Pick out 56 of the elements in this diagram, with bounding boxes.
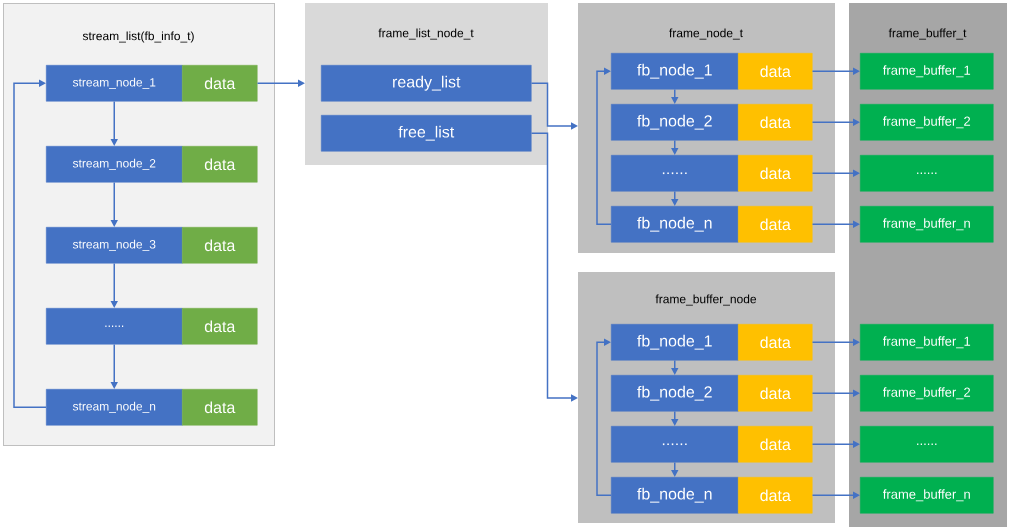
buffer-box: frame_buffer_2 bbox=[860, 375, 994, 412]
arrow bbox=[811, 67, 860, 75]
list-node-box: stream_node_2 bbox=[46, 146, 183, 183]
list-node-box: stream_node_3 bbox=[46, 227, 183, 264]
list-node-box: fb_node_2 bbox=[611, 375, 739, 412]
arrow bbox=[256, 79, 305, 87]
data-box: data bbox=[182, 308, 258, 345]
arrow bbox=[671, 461, 679, 477]
list-node-box: fb_node_n bbox=[611, 477, 739, 514]
list-head-box: ready_list bbox=[321, 65, 532, 102]
buffer-box: frame_buffer_2 bbox=[860, 104, 994, 141]
arrow bbox=[671, 359, 679, 375]
list-head-box: free_list bbox=[321, 115, 532, 152]
list-node-box: stream_node_n bbox=[46, 389, 183, 426]
data-box: data bbox=[182, 146, 258, 183]
list-node-box: stream_node_1 bbox=[46, 65, 183, 102]
arrow bbox=[596, 67, 612, 225]
data-box: data bbox=[738, 375, 813, 412]
buffer-box: frame_buffer_1 bbox=[860, 53, 994, 90]
list-node-box: fb_node_n bbox=[611, 206, 739, 243]
buffer-box: ...... bbox=[860, 426, 994, 463]
data-box: data bbox=[738, 324, 813, 361]
list-node-box: fb_node_1 bbox=[611, 53, 739, 90]
arrow bbox=[671, 88, 679, 104]
data-box: data bbox=[182, 389, 258, 426]
buffer-box: frame_buffer_n bbox=[860, 206, 994, 243]
arrow bbox=[811, 169, 860, 177]
arrow bbox=[13, 79, 47, 408]
buffer-box: ...... bbox=[860, 155, 994, 192]
list-node-box: fb_node_1 bbox=[611, 324, 739, 361]
arrow bbox=[811, 220, 860, 228]
list-node-box: ...... bbox=[611, 426, 739, 463]
data-box: data bbox=[738, 53, 813, 90]
list-node-box: fb_node_2 bbox=[611, 104, 739, 141]
arrow bbox=[811, 440, 860, 448]
arrow bbox=[671, 410, 679, 426]
buffer-box: frame_buffer_1 bbox=[860, 324, 994, 361]
list-node-box: ...... bbox=[46, 308, 183, 345]
arrow bbox=[530, 82, 578, 130]
data-box: data bbox=[182, 65, 258, 102]
list-node-box: ...... bbox=[611, 155, 739, 192]
arrow bbox=[596, 338, 612, 496]
arrow bbox=[671, 190, 679, 206]
data-box: data bbox=[738, 206, 813, 243]
arrow bbox=[671, 139, 679, 155]
arrow bbox=[811, 491, 860, 499]
arrow bbox=[811, 338, 860, 346]
data-box: data bbox=[738, 155, 813, 192]
arrow bbox=[530, 132, 578, 402]
data-box: data bbox=[738, 477, 813, 514]
buffer-box: frame_buffer_n bbox=[860, 477, 994, 514]
arrow bbox=[811, 118, 860, 126]
arrow bbox=[811, 389, 860, 397]
data-box: data bbox=[182, 227, 258, 264]
data-box: data bbox=[738, 104, 813, 141]
data-box: data bbox=[738, 426, 813, 463]
